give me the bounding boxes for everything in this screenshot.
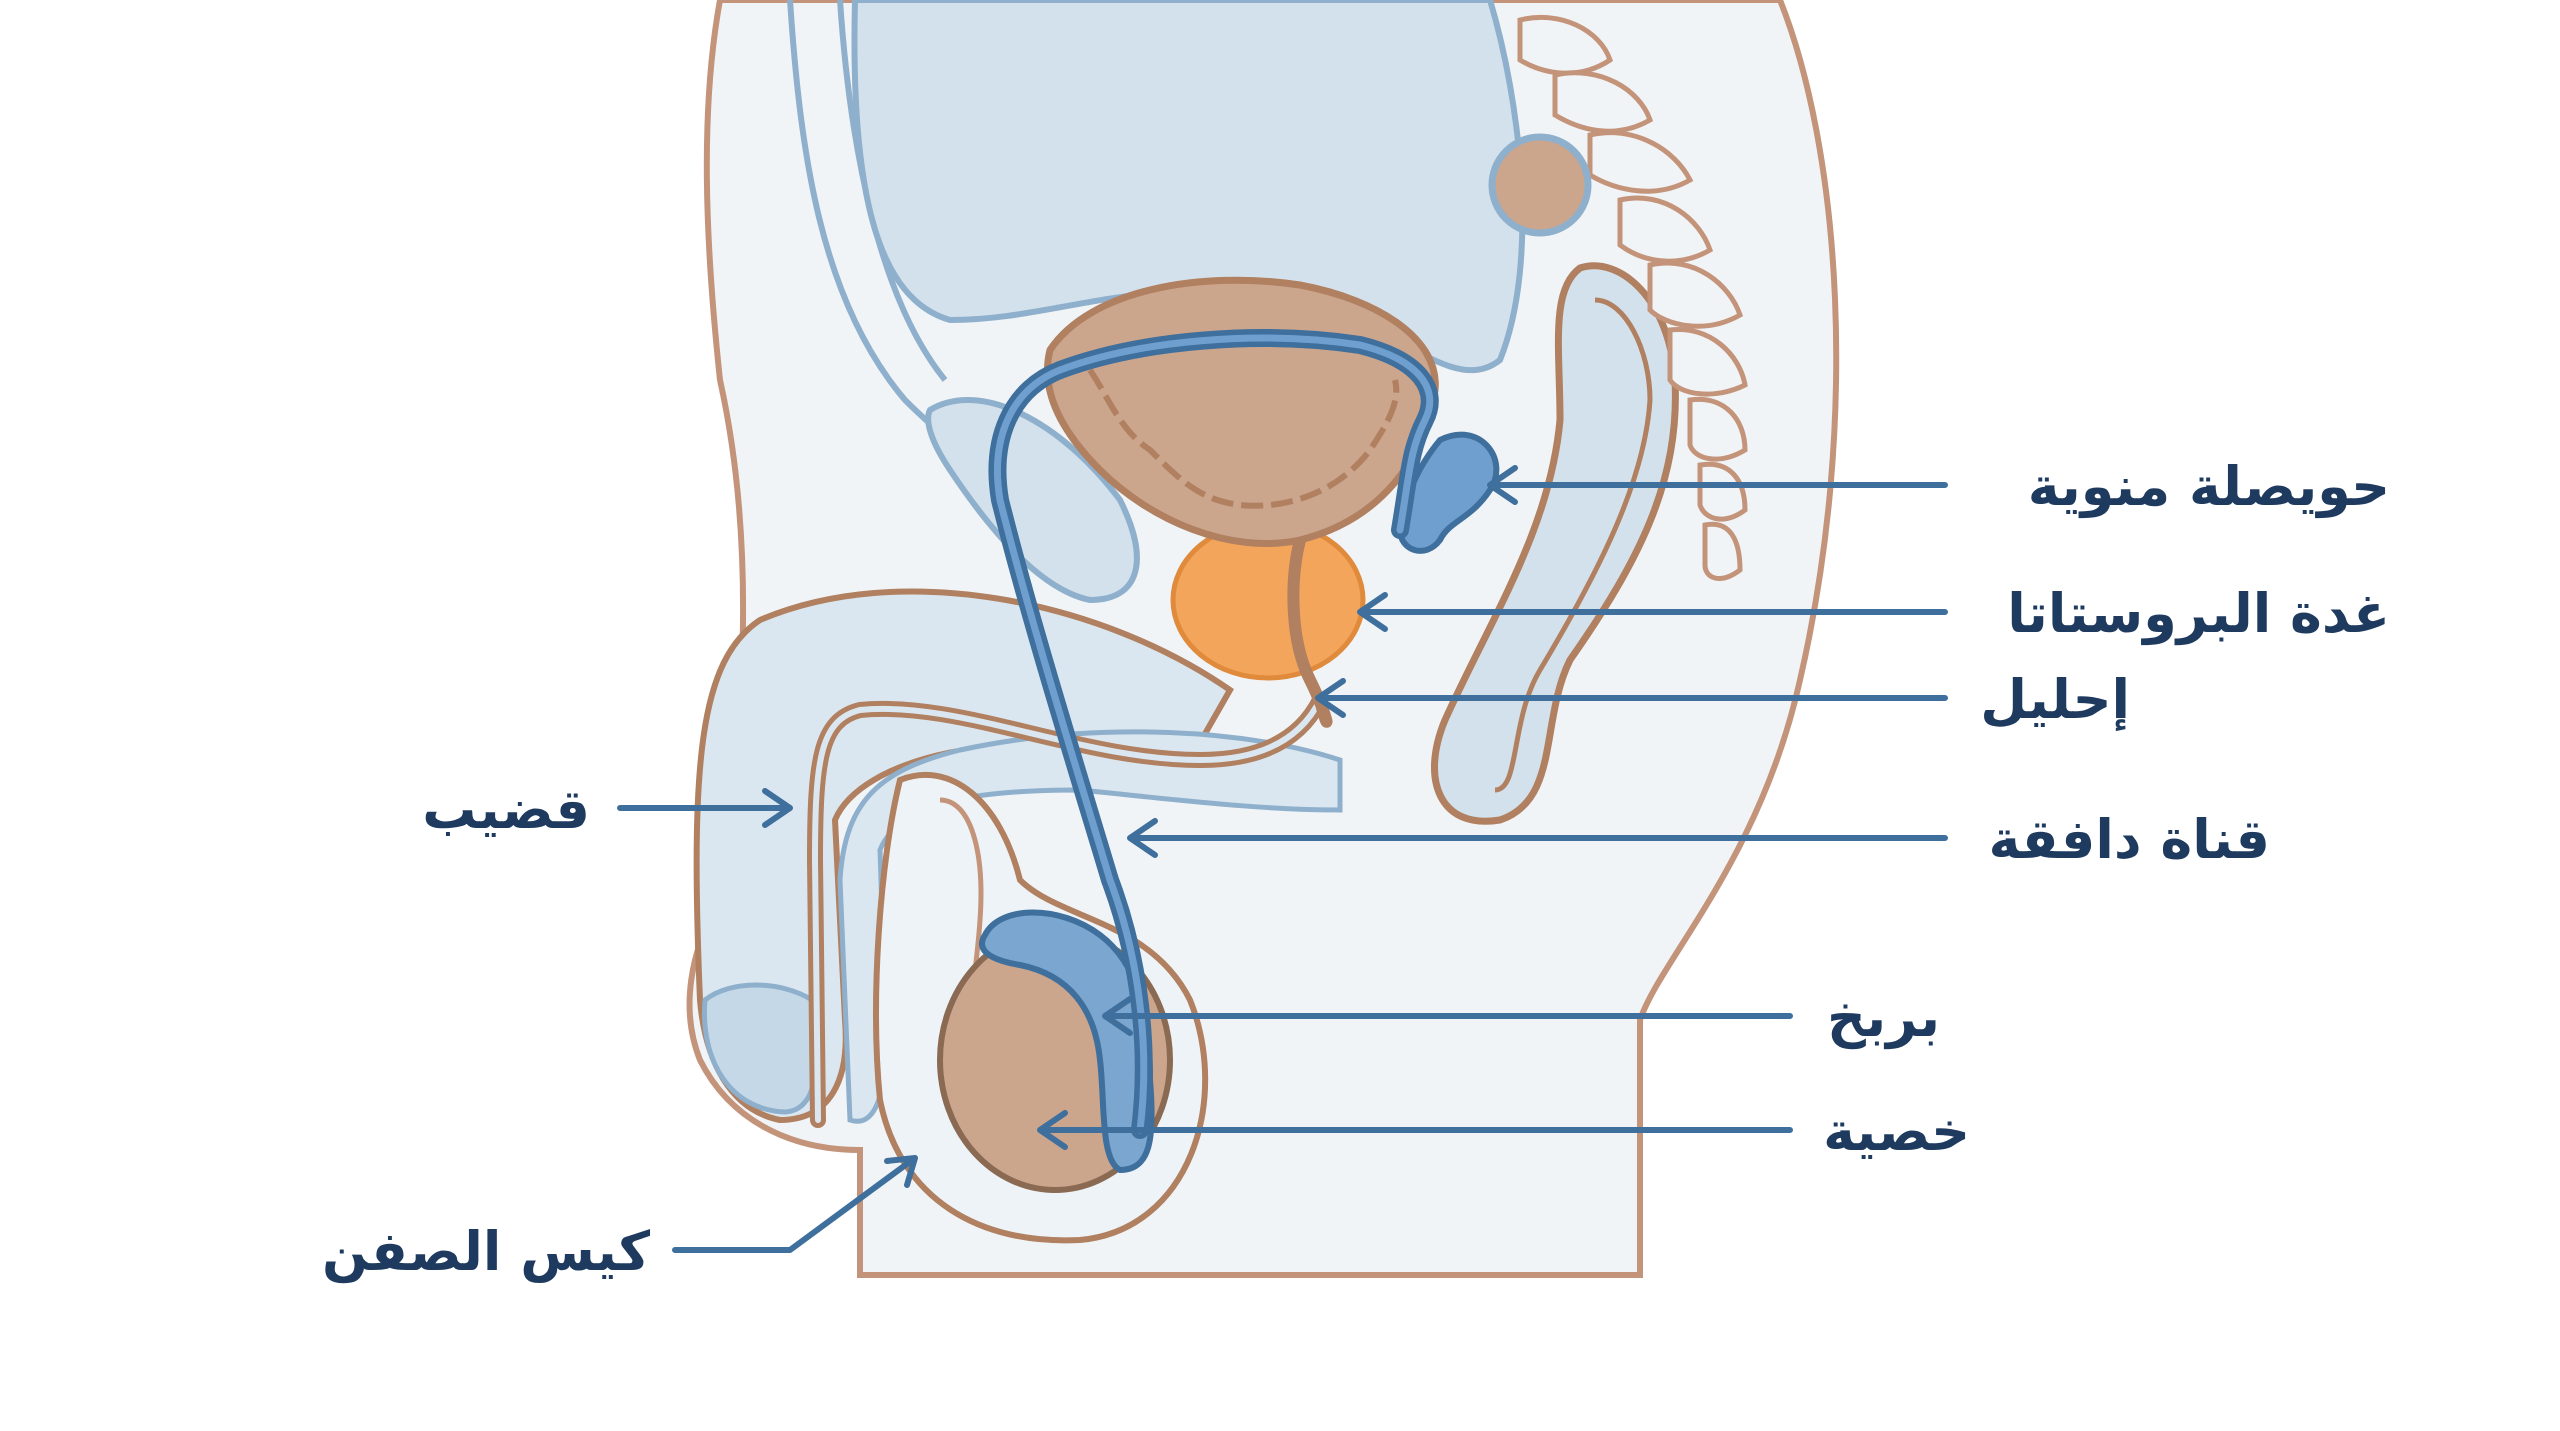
rectum-inner (1494, 297, 1653, 793)
label-penis: قضيب (422, 778, 590, 841)
vas-deferens-lumen (994, 334, 1434, 1134)
arrow-seminal-vesicle (1487, 465, 1948, 505)
label-seminal-vesicle: حويصلة منوية (2028, 455, 2390, 518)
spine-vertebrae (1517, 14, 1748, 581)
bladder-neck (1287, 538, 1333, 728)
label-testis: خصية (1823, 1100, 1970, 1163)
arrow-urethra (1315, 678, 1948, 718)
label-urethra: إحليل (1980, 668, 2130, 731)
arrow-epididymis (1102, 996, 1793, 1036)
arrow-scrotum (672, 1155, 918, 1253)
arrow-prostate (1357, 592, 1948, 632)
round-structure (1488, 133, 1592, 237)
bladder-inner-wall (1087, 368, 1400, 509)
urethra-duct-inner (811, 697, 1323, 1123)
pubic-bone (925, 397, 1140, 604)
label-epididymis: بربخ (1827, 986, 1940, 1049)
arrow-vas-deferens (1127, 818, 1948, 858)
arrow-penis (617, 788, 793, 828)
label-prostate: غدة البروستاتا (2007, 582, 2390, 645)
arrow-testis (1037, 1110, 1793, 1150)
label-vas-deferens: قناة دافقة (1988, 808, 2270, 871)
label-scrotum: كيس الصفن (322, 1220, 651, 1283)
epididymis (978, 909, 1155, 1174)
